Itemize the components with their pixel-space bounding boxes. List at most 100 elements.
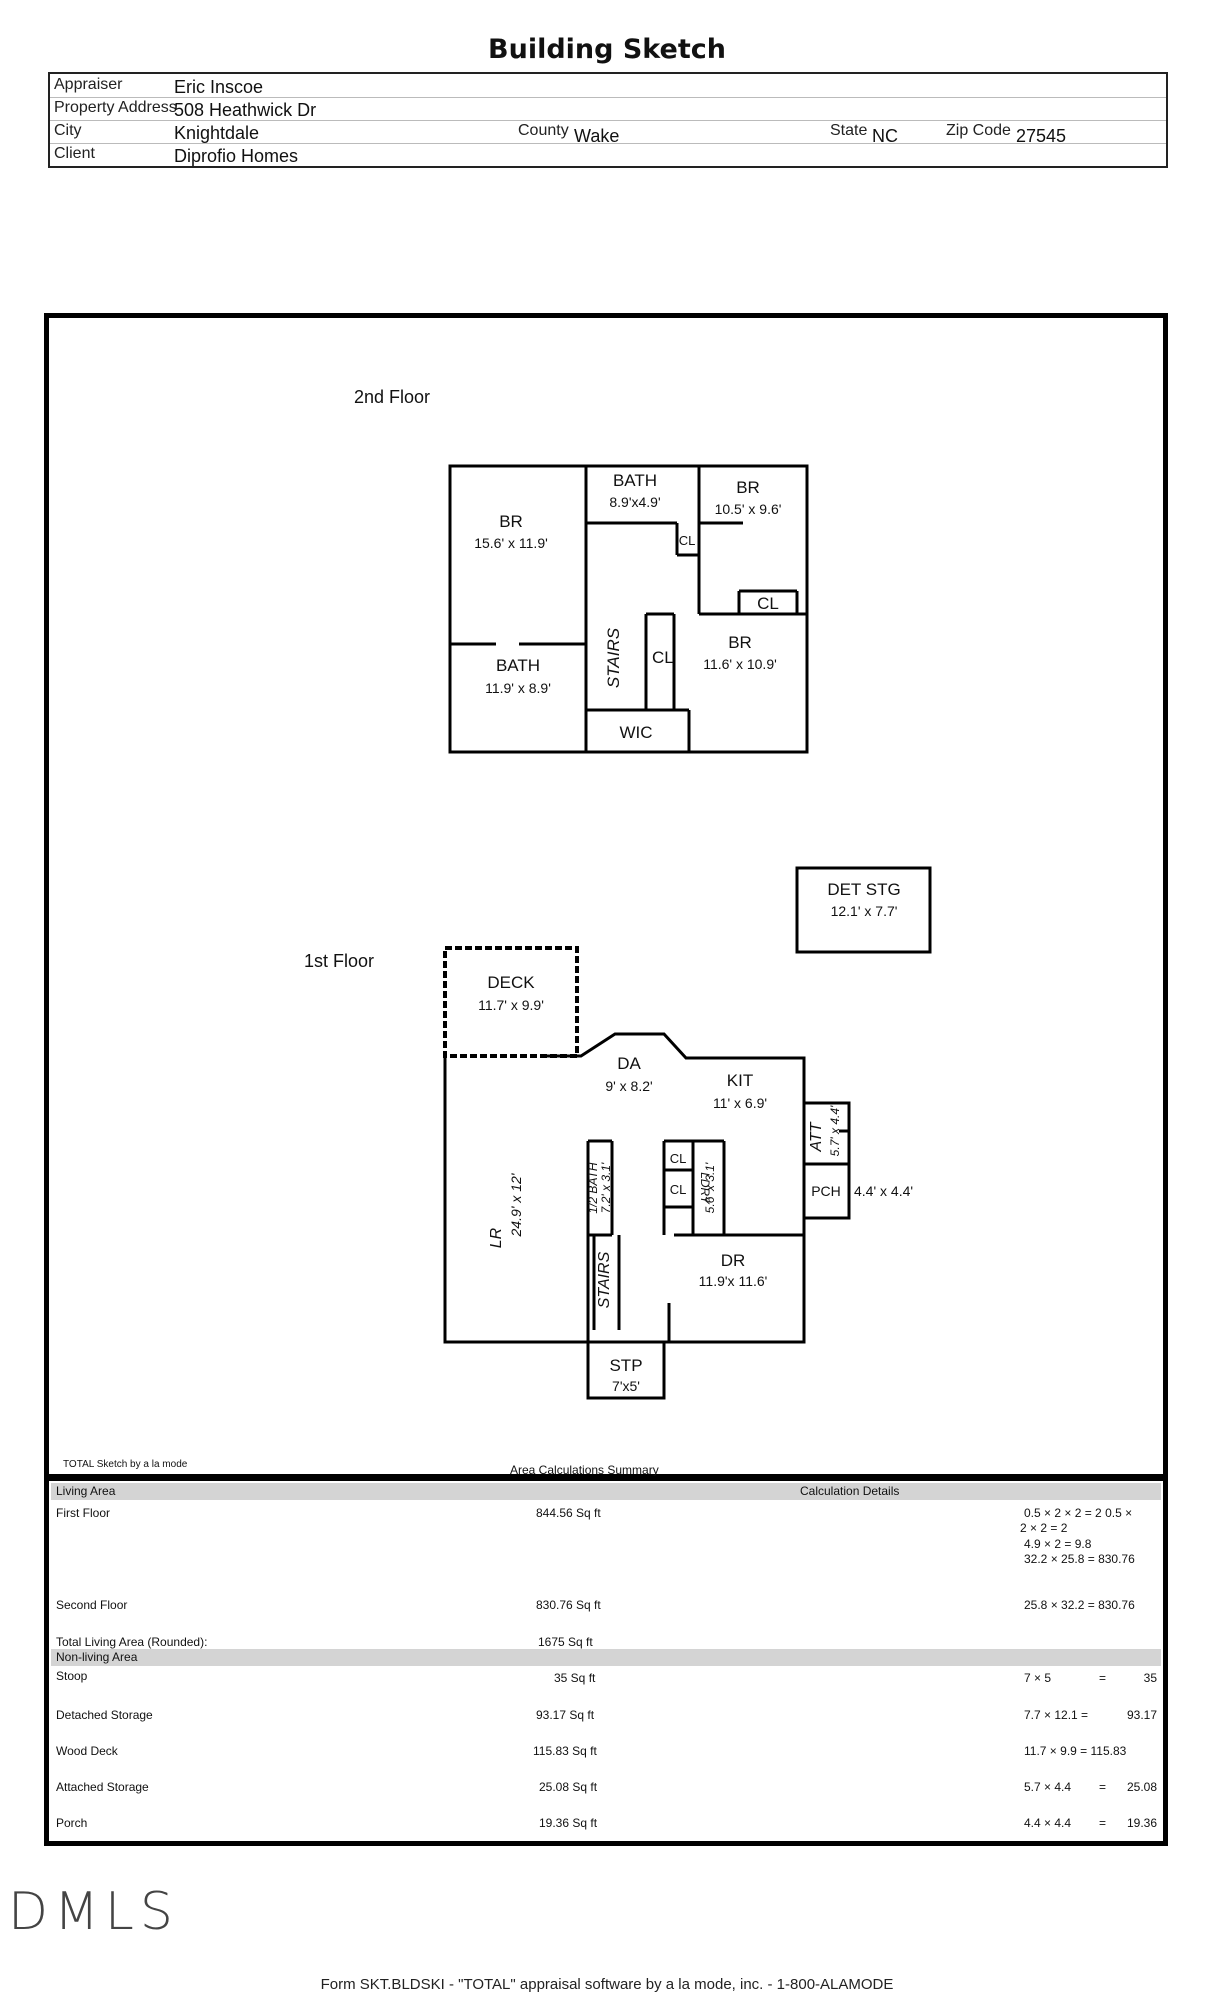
nonliving-calc: 11.7 × 9.9 = 115.83 xyxy=(1024,1744,1127,1758)
room-dims: 8.9'x4.9' xyxy=(609,494,660,510)
room-name: DR xyxy=(721,1251,746,1270)
nonliving-header-band xyxy=(51,1649,1161,1666)
nonliving-label: Stoop xyxy=(56,1669,88,1683)
client-label: Client xyxy=(54,145,95,162)
room-dims: 24.9' x 12' xyxy=(508,1172,524,1237)
nonliving-header: Non-living Area xyxy=(56,1650,138,1664)
room-name: BR xyxy=(736,478,760,497)
appraiser-label: Appraiser xyxy=(54,76,123,93)
zip-value: 27545 xyxy=(1016,126,1067,146)
client-value: Diprofio Homes xyxy=(174,146,299,166)
nonliving-calc: 4.4 × 4.4 xyxy=(1024,1816,1072,1830)
nonliving-label: Attached Storage xyxy=(56,1780,149,1794)
calc-detail-line: 4.9 × 2 = 9.8 xyxy=(1024,1537,1092,1551)
room-name: CL xyxy=(757,594,779,613)
nonliving-calc: 7 × 5 xyxy=(1024,1671,1052,1685)
room-dims: 11.9'x 11.6' xyxy=(699,1273,768,1289)
second-floor-label: 2nd Floor xyxy=(354,387,430,407)
room-name: WIC xyxy=(619,723,652,742)
room-dims: 4.4' x 4.4' xyxy=(854,1183,913,1199)
room-name: STAIRS xyxy=(596,1251,613,1308)
second-floor-outline xyxy=(448,464,809,754)
room-name: CL xyxy=(670,1151,687,1166)
room-name: LR xyxy=(488,1227,505,1248)
second-floor-label: Second Floor xyxy=(56,1598,128,1612)
nonliving-area: 93.17 Sq ft xyxy=(536,1708,595,1722)
room-labels: 2nd Floor 1st Floor BATH 8.9'x4.9' BR 10… xyxy=(304,387,913,1394)
room-name: STAIRS xyxy=(604,627,623,688)
nonliving-calc: 7.7 × 12.1 = xyxy=(1024,1708,1089,1722)
room-dims: 9' x 8.2' xyxy=(605,1078,652,1094)
address-row: Property Address 508 Heathwick Dr xyxy=(50,97,1166,121)
nonliving-area: 19.36 Sq ft xyxy=(539,1816,598,1830)
room-dims: 5.6' x 3.1' xyxy=(703,1162,717,1213)
nonliving-result: 25.08 xyxy=(1126,1780,1157,1794)
first-floor-area: 844.56 Sq ft xyxy=(536,1506,601,1520)
area-calculations-table: Living Area Calculation Details First Fl… xyxy=(44,1476,1168,1846)
area-summary-title: Area Calculations Summary xyxy=(510,1463,659,1477)
floor-plan-sketch: 2nd Floor 1st Floor BATH 8.9'x4.9' BR 10… xyxy=(44,313,1168,1479)
property-info-box: Appraiser Eric Inscoe Property Address 5… xyxy=(48,72,1168,168)
calc-detail-line: 25.8 × 32.2 = 830.76 xyxy=(1024,1598,1135,1612)
room-name: PCH xyxy=(811,1183,841,1199)
room-dims: 15.6' x 11.9' xyxy=(474,535,548,551)
room-name: BR xyxy=(728,633,752,652)
calculation-details-header: Calculation Details xyxy=(800,1484,900,1498)
address-label: Property Address xyxy=(54,99,177,116)
detached-storage-outline xyxy=(795,866,932,954)
city-row: City Knightdale County Wake State NC Zip… xyxy=(50,120,1166,146)
nonliving-result: 93.17 xyxy=(1126,1708,1157,1722)
floor-plan-drawing xyxy=(443,464,932,1400)
first-floor-label: First Floor xyxy=(56,1506,110,1520)
room-name: DECK xyxy=(487,973,535,992)
nonliving-label: Wood Deck xyxy=(56,1744,118,1758)
nonliving-area: 25.08 Sq ft xyxy=(539,1780,598,1794)
room-name: CL xyxy=(670,1182,687,1197)
living-area-header-band xyxy=(51,1483,1161,1500)
room-dims: 7.2' x 3.1' xyxy=(599,1162,613,1213)
room-name: DA xyxy=(617,1054,641,1073)
page-title: Building Sketch xyxy=(488,34,726,65)
deck-outline xyxy=(443,946,579,1058)
calc-detail-line: 2 × 2 = 2 xyxy=(1020,1521,1068,1535)
room-name: BATH xyxy=(613,471,657,490)
room-name: BATH xyxy=(496,656,540,675)
client-row: Client Diprofio Homes xyxy=(50,143,1166,166)
appraiser-row: Appraiser Eric Inscoe xyxy=(50,74,1166,98)
nonliving-calc: 5.7 × 4.4 xyxy=(1024,1780,1072,1794)
room-name: BR xyxy=(499,512,523,531)
calc-detail-line: 0.5 × 2 × 2 = 2 0.5 × xyxy=(1024,1506,1133,1520)
room-name: ATT xyxy=(808,1121,825,1152)
room-dims: 11.9' x 8.9' xyxy=(485,680,551,696)
sketch-software-note: TOTAL Sketch by a la mode xyxy=(63,1459,188,1470)
form-footer: Form SKT.BLDSKI - "TOTAL" appraisal soft… xyxy=(320,1976,894,1993)
total-living-value: 1675 Sq ft xyxy=(538,1635,593,1649)
zip-label: Zip Code xyxy=(946,122,1011,139)
living-area-header: Living Area xyxy=(56,1484,116,1498)
room-name: STP xyxy=(609,1356,642,1375)
nonliving-result: 35 xyxy=(1143,1671,1157,1685)
room-name: LDRY xyxy=(698,1172,712,1205)
room-name: CL xyxy=(652,648,674,667)
room-dims: 11.7' x 9.9' xyxy=(478,997,544,1013)
room-dims: 11' x 6.9' xyxy=(713,1095,767,1111)
first-floor-label: 1st Floor xyxy=(304,951,374,971)
room-dims: 5.7' x 4.4' xyxy=(828,1105,842,1156)
state-value: NC xyxy=(872,126,898,146)
calc-detail-line: 32.2 × 25.8 = 830.76 xyxy=(1024,1552,1135,1566)
nonliving-area: 115.83 Sq ft xyxy=(533,1744,597,1758)
room-name: KIT xyxy=(727,1071,753,1090)
nonliving-eq: = xyxy=(1099,1671,1107,1685)
room-dims: 12.1' x 7.7' xyxy=(831,903,898,919)
county-label: County xyxy=(518,122,569,139)
county-value: Wake xyxy=(574,126,620,146)
appraiser-value: Eric Inscoe xyxy=(174,77,264,97)
nonliving-result: 19.36 xyxy=(1126,1816,1157,1830)
room-name: DET STG xyxy=(827,880,900,899)
nonliving-eq: = xyxy=(1099,1816,1107,1830)
nonliving-label: Porch xyxy=(56,1816,88,1830)
room-dims: 11.6' x 10.9' xyxy=(703,656,777,672)
watermark-logo: DMLS xyxy=(8,1882,179,1942)
room-dims: 7'x5' xyxy=(612,1378,640,1394)
address-value: 508 Heathwick Dr xyxy=(174,100,317,120)
